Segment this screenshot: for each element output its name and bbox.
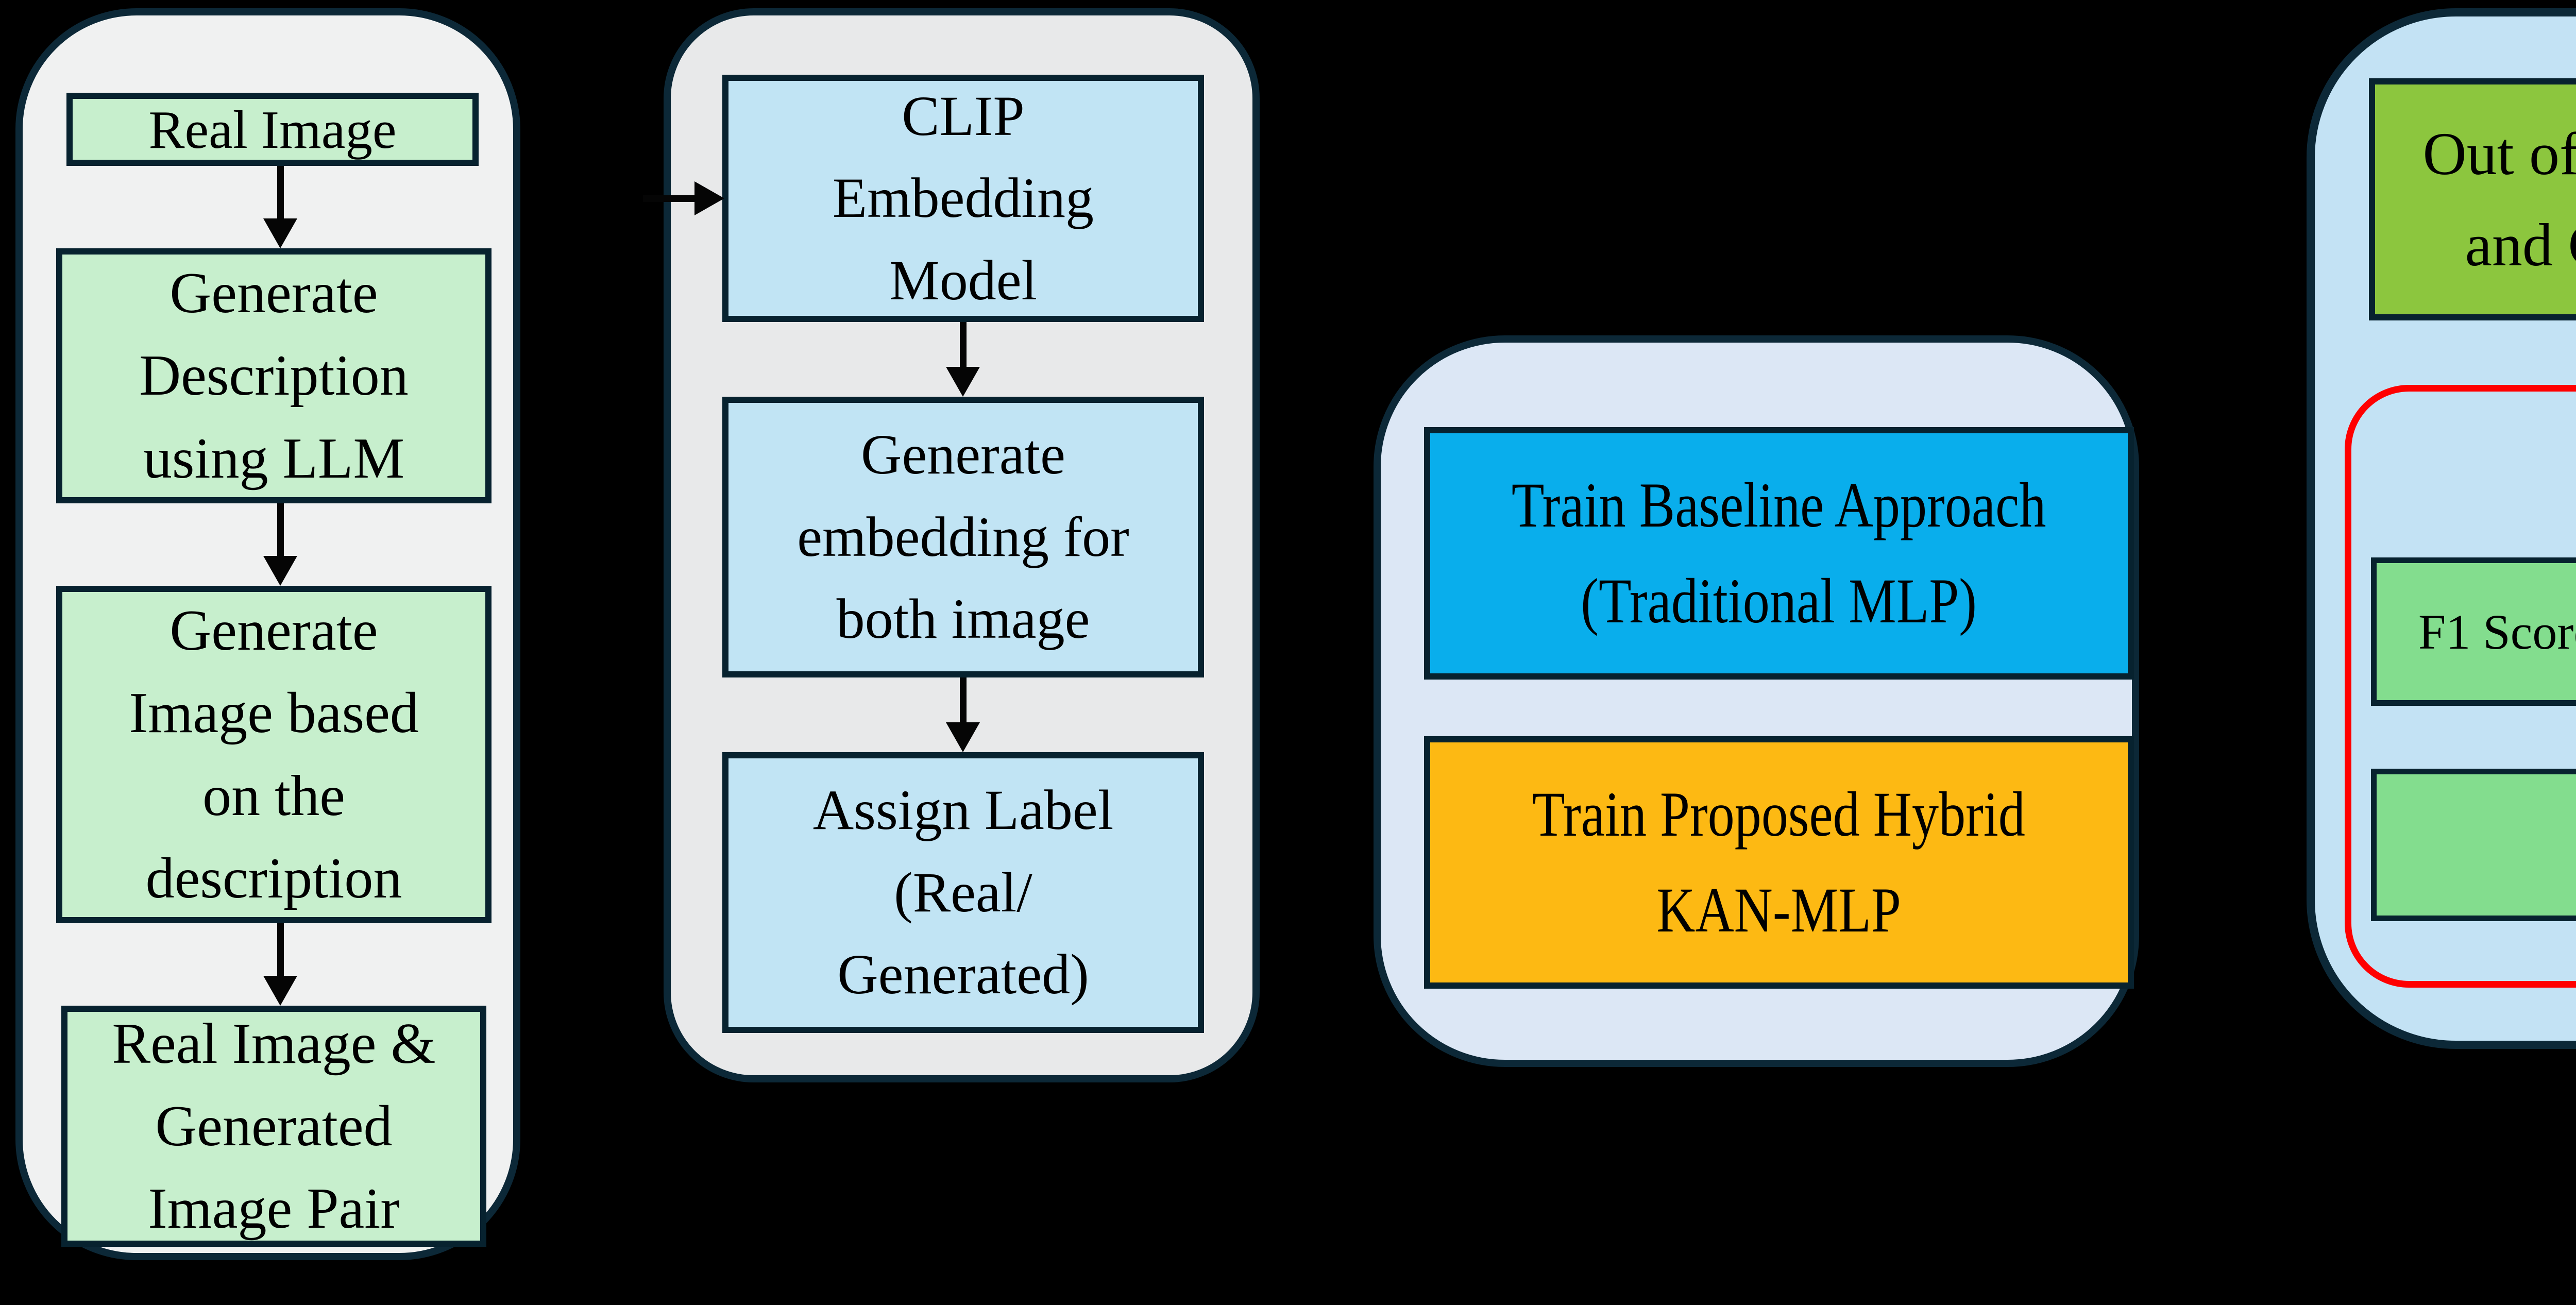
down-arrow-icon	[945, 677, 981, 752]
right-arrow-icon	[643, 180, 724, 216]
down-arrow-icon	[945, 322, 981, 397]
ood-data-label: Out of distribution data. (Real and Gene…	[2422, 120, 2576, 279]
embedding-panel: CLIP Embedding Model Generate embedding …	[664, 8, 1260, 1082]
assign-label-box: Assign Label (Real/ Generated)	[722, 752, 1204, 1033]
down-arrow-icon	[262, 166, 298, 248]
train-baseline-label: Train Baseline Approach (Traditional MLP…	[1512, 470, 2046, 636]
evaluate-title: Evaluate	[2351, 420, 2576, 486]
training-panel: Train Baseline Approach (Traditional MLP…	[1374, 335, 2139, 1067]
train-baseline-box: Train Baseline Approach (Traditional MLP…	[1424, 427, 2134, 680]
down-arrow-icon	[262, 503, 298, 586]
generate-embedding-box: Generate embedding for both image	[722, 397, 1204, 677]
generate-image-label: Generate Image based on the description	[129, 599, 419, 910]
data-generation-panel: Real Image Generate Description using LL…	[15, 8, 520, 1260]
train-proposed-box: Train Proposed Hybrid KAN-MLP	[1424, 736, 2134, 989]
ood-data-box: Out of distribution data. (Real and Gene…	[2369, 78, 2576, 320]
real-image-box: Real Image	[66, 93, 479, 166]
confusion-matrix-box: Confusion Matrix	[2371, 769, 2576, 921]
clip-embedding-box: CLIP Embedding Model	[722, 75, 1204, 322]
evaluate-group: Evaluate F1 Score Precision Recall Confu…	[2345, 385, 2576, 988]
generate-description-box: Generate Description using LLM	[56, 248, 492, 503]
real-image-label: Real Image	[148, 99, 397, 160]
f1-score-label: F1 Score	[2418, 604, 2576, 659]
clip-embedding-label: CLIP Embedding Model	[832, 84, 1094, 312]
image-pair-box: Real Image & Generated Image Pair	[61, 1006, 486, 1247]
generate-image-box: Generate Image based on the description	[56, 586, 492, 923]
train-proposed-label: Train Proposed Hybrid KAN-MLP	[1532, 779, 2026, 945]
generate-description-label: Generate Description using LLM	[139, 261, 409, 490]
image-pair-label: Real Image & Generated Image Pair	[112, 1011, 436, 1241]
assign-label-label: Assign Label (Real/ Generated)	[812, 778, 1114, 1006]
evaluation-panel: Out of distribution data. (Real and Gene…	[2307, 8, 2576, 1049]
down-arrow-icon	[262, 923, 298, 1006]
f1-score-box: F1 Score	[2371, 557, 2576, 706]
generate-embedding-label: Generate embedding for both image	[797, 423, 1129, 651]
